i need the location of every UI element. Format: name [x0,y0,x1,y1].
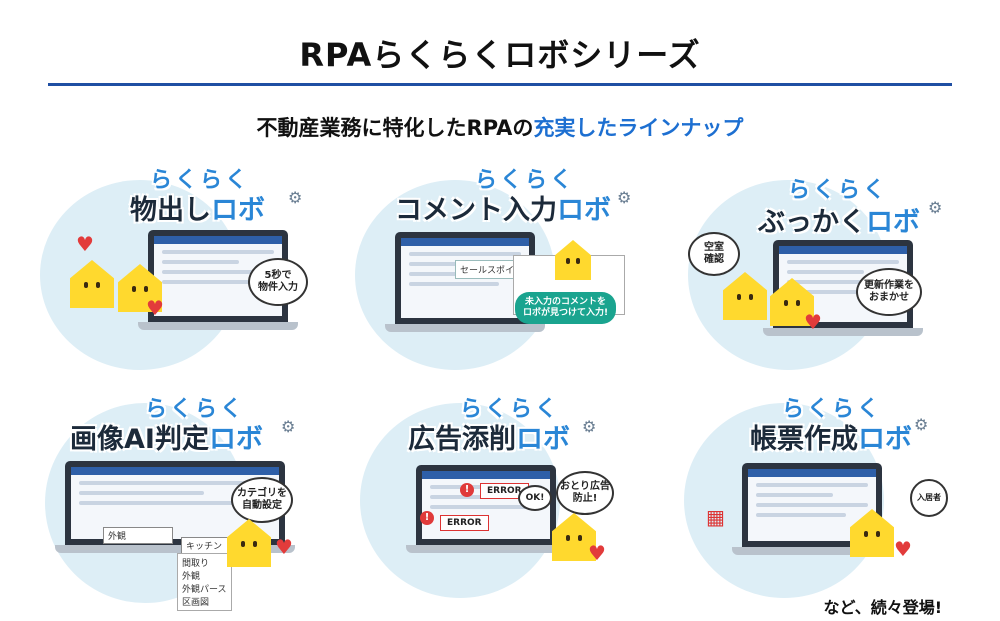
title-underline [48,83,952,86]
robot-card-bukkadashi[interactable]: らくらく 物出しロボ ⚙ 5秒で 物件入力 ♥ ♥ [30,160,330,370]
robot-prefix: らくらく [788,178,889,203]
robot-name-main: 帳票作成 [750,424,858,455]
calendar-icon: ▦ [706,505,725,529]
heart-icon: ♥ [76,232,94,256]
page-subtitle: 不動産業務に特化したRPAの充実したラインナップ [0,112,1000,142]
option-item[interactable]: 区画図 [182,598,210,608]
robot-name: 物出しロボ [130,188,265,227]
robot-card-image-ai[interactable]: らくらく 画像AI判定ロボ ⚙ 外観 キッチン 間取り 外観 外観パース 区画図… [45,385,345,611]
heart-icon: ♥ [275,535,293,559]
callout-bubble: 空室 確認 [688,232,740,276]
robot-card-bukkaku[interactable]: らくらく ぶっかくロボ ⚙ 空室 確認 更新作業を おまかせ ♥ [678,160,978,370]
robot-card-ad-check[interactable]: らくらく 広告添削ロボ ⚙ ! ERROR ! ERROR OK! おとり広告 … [360,385,660,598]
robot-name: ぶっかくロボ [758,200,920,239]
error-label: ERROR [480,483,529,499]
robot-name-main: 物出し [130,195,211,226]
gear-icon: ⚙ [914,415,929,434]
error-label: ERROR [440,515,489,531]
robot-name: 帳票作成ロボ [750,417,912,456]
robot-prefix: らくらく [460,397,561,422]
subtitle-accent: 充実したラインナップ [533,116,744,140]
robot-name: 画像AI判定ロボ [70,417,263,456]
robot-prefix: らくらく [782,397,883,422]
callout-bubble: 5秒で 物件入力 [248,258,308,306]
robot-prefix: らくらく [475,168,576,193]
robot-name-robo: ロボ [211,195,265,226]
gear-icon: ⚙ [288,188,303,207]
robot-card-report[interactable]: らくらく 帳票作成ロボ ⚙ ▦ 入居者 ♥ [672,385,972,598]
robot-name-main: コメント入力 [395,195,557,226]
gear-icon: ⚙ [582,417,597,436]
heart-icon: ♥ [146,296,164,320]
error-icon: ! [460,483,474,497]
robot-name: 広告添削ロボ [408,417,570,456]
callout-pill: 未入力のコメントを ロボが見つけて入力! [515,292,617,324]
robot-name-robo: ロボ [866,207,920,238]
ok-bubble: OK! [518,485,552,511]
error-icon: ! [420,511,434,525]
robot-name: コメント入力ロボ [395,188,611,227]
category-select[interactable]: 外観 [103,527,173,544]
option-item[interactable]: 外観 [182,572,201,582]
robot-name-robo: ロボ [557,195,611,226]
robot-name-main: 画像AI判定 [70,424,209,455]
gear-icon: ⚙ [281,417,296,436]
closing-text: など、続々登場! [823,598,943,617]
tenant-bubble: 入居者 [910,479,948,517]
robot-name-robo: ロボ [858,424,912,455]
robot-prefix: らくらく [145,397,246,422]
robot-name-main: 広告添削 [408,424,516,455]
page-title: RPAらくらくロボシリーズ [299,36,701,74]
option-item[interactable]: 外観パース [182,585,227,595]
callout-bubble: カテゴリを 自動設定 [231,477,293,523]
mascot-character [555,240,591,280]
option-item[interactable]: 間取り [182,559,210,569]
robot-prefix: らくらく [150,168,251,193]
callout-bubble: おとり広告 防止! [556,471,614,515]
subtitle-prefix: 不動産業務に特化したRPAの [256,116,534,140]
heart-icon: ♥ [804,310,822,334]
gear-icon: ⚙ [617,188,632,207]
callout-bubble: 更新作業を おまかせ [856,268,922,316]
robot-name-main: ぶっかく [758,207,866,238]
robot-name-robo: ロボ [516,424,570,455]
gear-icon: ⚙ [928,198,943,217]
robot-name-robo: ロボ [208,424,263,455]
robot-card-comment[interactable]: らくらく コメント入力ロボ ⚙ セールスポイント 未入力のコメントを ロボが見つ… [355,160,655,370]
category-options: 間取り 外観 外観パース 区画図 [177,553,232,611]
heart-icon: ♥ [894,537,912,561]
heart-icon: ♥ [588,541,606,565]
